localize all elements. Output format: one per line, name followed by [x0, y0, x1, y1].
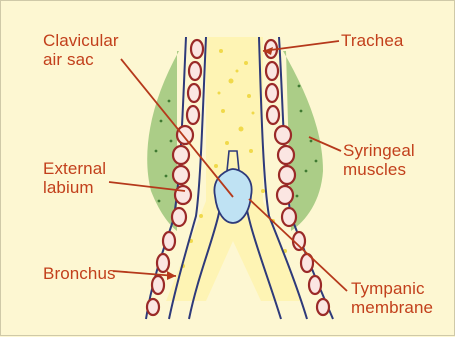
label-trachea: Trachea	[341, 31, 403, 50]
label-tympanic-membrane: Tympanic membrane	[351, 279, 433, 317]
label-external-labium: External labium	[43, 159, 106, 197]
label-bronchus: Bronchus	[43, 264, 116, 283]
label-clavicular-air-sac: Clavicular air sac	[43, 31, 119, 69]
left-syringeal-muscle	[147, 51, 179, 231]
label-syringeal-muscles: Syringeal muscles	[343, 141, 415, 179]
